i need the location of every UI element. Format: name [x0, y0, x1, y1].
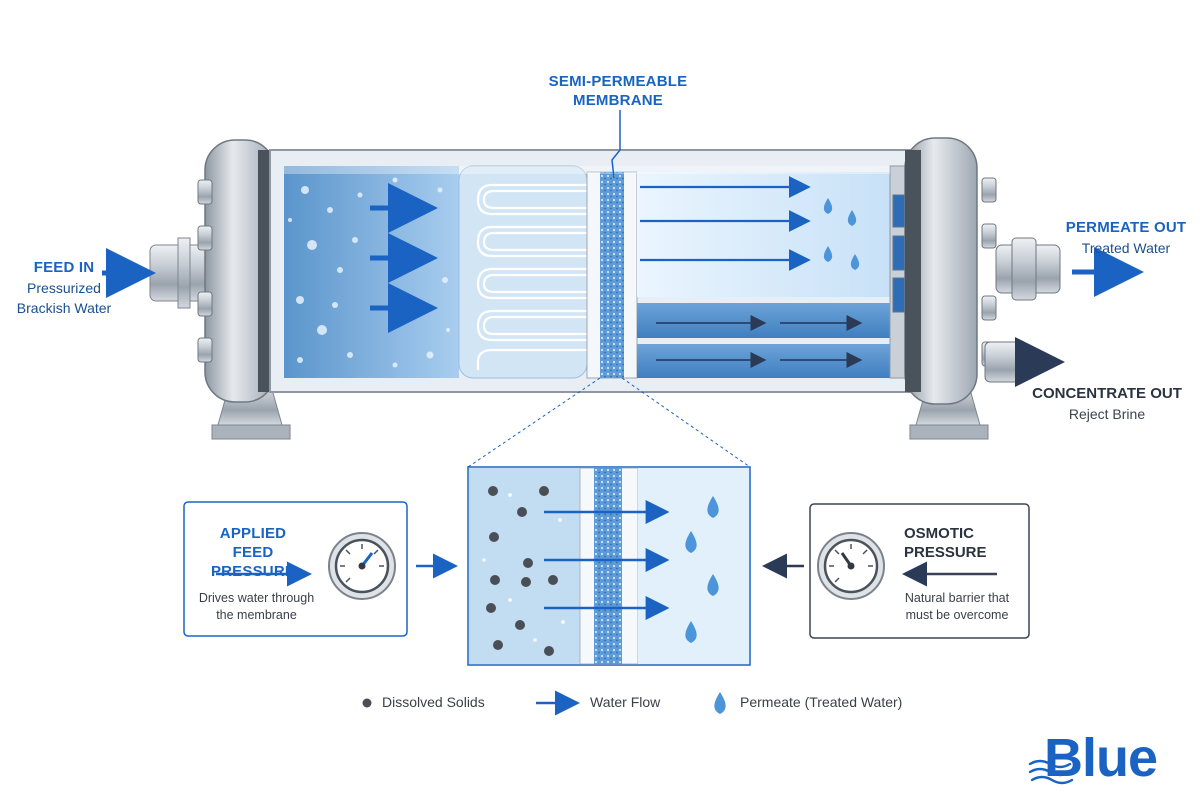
membrane-title-line2: MEMBRANE	[548, 91, 688, 110]
osmotic-pressure-desc-line2: must be overcome	[892, 607, 1022, 624]
pressure-gauge-icon	[329, 533, 395, 599]
osmotic-pressure-title: OSMOTIC PRESSURE	[904, 524, 1014, 562]
osmotic-pressure-desc-line1: Natural barrier that	[892, 590, 1022, 607]
osmotic-pressure-title-line2: PRESSURE	[904, 543, 1014, 562]
legend-permeate-droplet-icon	[714, 692, 725, 714]
legend-water-flow-label: Water Flow	[590, 694, 660, 710]
permeate-out-label: PERMEATE OUT Treated Water	[1056, 218, 1196, 258]
feed-in-title: FEED IN	[8, 258, 120, 278]
feed-in-sub1: Pressurized	[8, 278, 120, 298]
permeate-out-sub: Treated Water	[1056, 238, 1196, 258]
concentrate-out-sub: Reject Brine	[1022, 404, 1192, 424]
blue-logo: Blue	[1044, 728, 1157, 788]
applied-pressure-desc-line1: Drives water through	[194, 590, 319, 607]
osmotic-gauge-icon	[818, 533, 884, 599]
concentrate-channel-1	[637, 303, 890, 338]
detail-membrane	[594, 468, 622, 664]
membrane-title-line1: SEMI-PERMEABLE	[548, 72, 688, 91]
applied-pressure-title: APPLIED FEED PRESSURE	[198, 524, 308, 581]
feed-water-chamber	[284, 166, 459, 378]
permeate-out-title: PERMEATE OUT	[1056, 218, 1196, 238]
concentrate-out-label: CONCENTRATE OUT Reject Brine	[1022, 384, 1192, 424]
feed-in-label: FEED IN Pressurized Brackish Water	[8, 258, 120, 318]
membrane-detail-view	[468, 467, 750, 665]
applied-pressure-title-line2: PRESSURE	[198, 562, 308, 581]
applied-pressure-description: Drives water through the membrane	[194, 590, 319, 624]
osmotic-pressure-title-line1: OSMOTIC	[904, 524, 1014, 543]
concentrate-channel-2	[637, 344, 890, 378]
permeate-chamber	[637, 172, 890, 297]
osmotic-pressure-description: Natural barrier that must be overcome	[892, 590, 1022, 624]
legend-permeate-label: Permeate (Treated Water)	[740, 694, 902, 710]
concentrate-outlet-fitting	[985, 342, 1021, 382]
feed-in-sub2: Brackish Water	[8, 298, 120, 318]
pressure-vessel	[150, 138, 1060, 439]
applied-pressure-title-line1: APPLIED FEED	[198, 524, 308, 562]
applied-pressure-desc-line2: the membrane	[194, 607, 319, 624]
membrane-title: SEMI-PERMEABLE MEMBRANE	[548, 72, 688, 110]
concentrate-out-title: CONCENTRATE OUT	[1022, 384, 1192, 404]
legend-dissolved-solids-label: Dissolved Solids	[382, 694, 485, 710]
legend-dissolved-solids-icon	[363, 699, 372, 708]
